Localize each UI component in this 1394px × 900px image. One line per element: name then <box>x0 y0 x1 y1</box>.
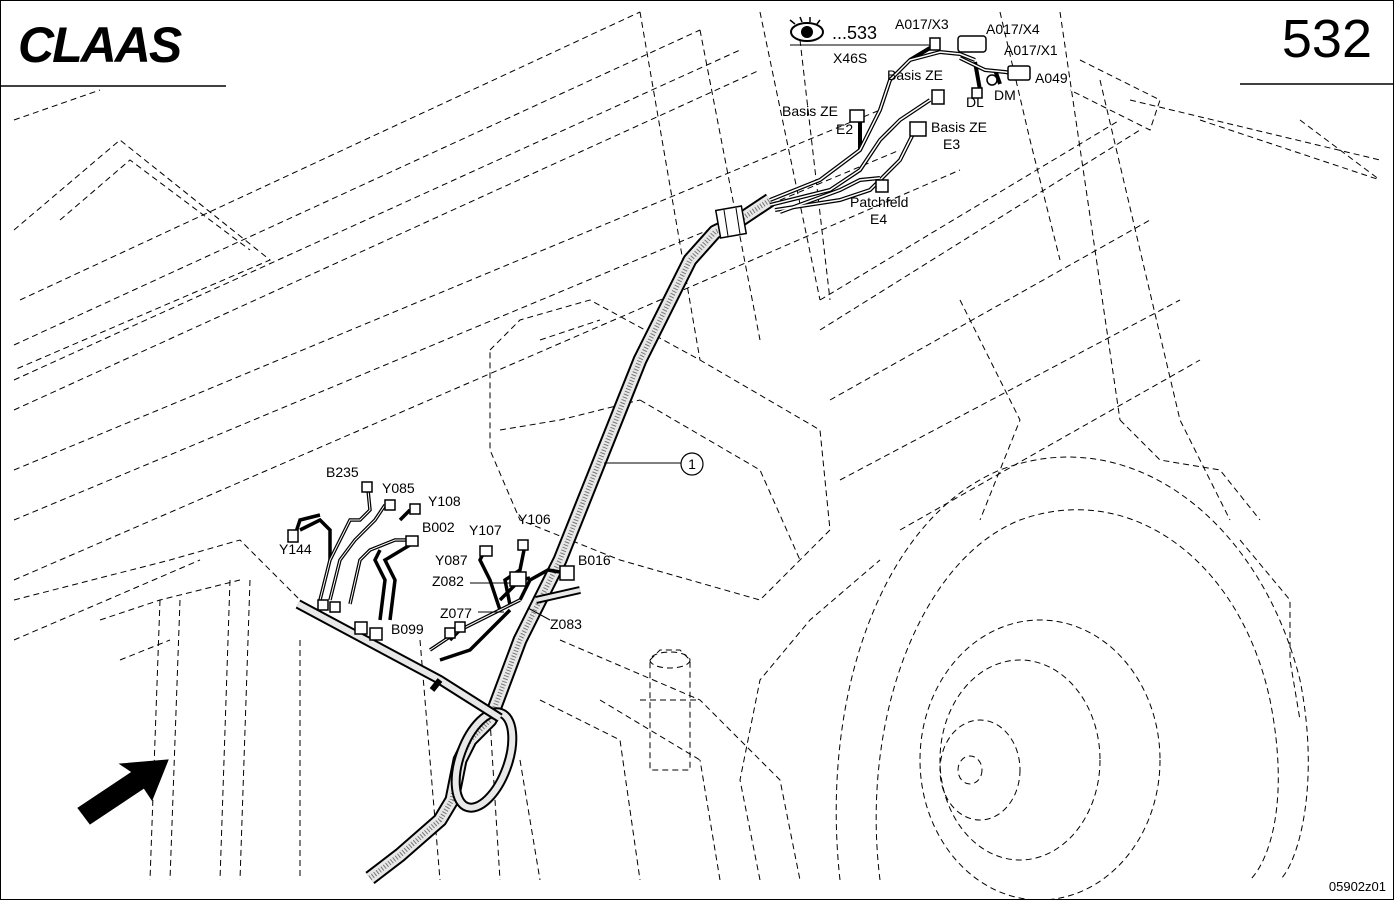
label-y087: Y087 <box>435 552 468 568</box>
label-z083: Z083 <box>550 616 582 632</box>
label-a017-x3: A017/X3 <box>895 16 949 32</box>
lower-labels: B235 Y085 Y108 B002 Y107 Y106 Y144 Y087 … <box>279 464 611 637</box>
upper-connectors <box>849 35 1031 193</box>
claas-logo: CLAAS <box>18 18 184 70</box>
logo-text: CLAAS <box>18 18 182 70</box>
machine-outline <box>13 11 1381 900</box>
figure-id: 05902z01 <box>1328 879 1386 894</box>
view-ref-label: ...533 <box>832 23 877 43</box>
label-dl: DL <box>966 94 984 110</box>
label-a017-x4: A017/X4 <box>986 21 1040 37</box>
item-callout-number: 1 <box>688 456 696 472</box>
eye-icon <box>789 16 824 42</box>
lower-rail <box>295 586 581 723</box>
label-y085: Y085 <box>382 480 415 496</box>
label-dm: DM <box>994 87 1016 103</box>
label-patchfeld: Patchfeld <box>850 194 908 210</box>
item-callout: 1 <box>604 452 704 476</box>
label-y106: Y106 <box>518 511 551 527</box>
label-e3: E3 <box>943 136 960 152</box>
main-harness <box>365 193 775 884</box>
label-z082: Z082 <box>432 573 464 589</box>
label-x46s: X46S <box>833 50 867 66</box>
label-basis-ze-top: Basis ZE <box>887 67 943 83</box>
label-z077: Z077 <box>440 605 472 621</box>
label-b235: B235 <box>326 464 359 480</box>
lower-connectors <box>287 481 575 641</box>
label-basis-ze-e2: Basis ZE <box>782 103 838 119</box>
label-e2: E2 <box>836 121 853 137</box>
page-number: 532 <box>1281 9 1372 69</box>
view-reference: ...533 <box>789 16 940 46</box>
arrow-icon <box>77 759 169 825</box>
label-a049: A049 <box>1035 70 1068 86</box>
label-b099: B099 <box>391 621 424 637</box>
label-e4: E4 <box>870 211 887 227</box>
label-a017-x1: A017/X1 <box>1004 42 1058 58</box>
upper-labels: A017/X3 A017/X4 A017/X1 A049 X46S Basis … <box>782 16 1068 227</box>
label-y144: Y144 <box>279 541 312 557</box>
upper-branches-inner <box>769 51 1021 213</box>
label-y108: Y108 <box>428 493 461 509</box>
label-y107: Y107 <box>469 522 502 538</box>
label-basis-ze-e3: Basis ZE <box>931 119 987 135</box>
header-rules <box>0 83 1394 87</box>
label-b016: B016 <box>578 552 611 568</box>
label-b002: B002 <box>422 519 455 535</box>
leader-lines <box>470 582 551 621</box>
